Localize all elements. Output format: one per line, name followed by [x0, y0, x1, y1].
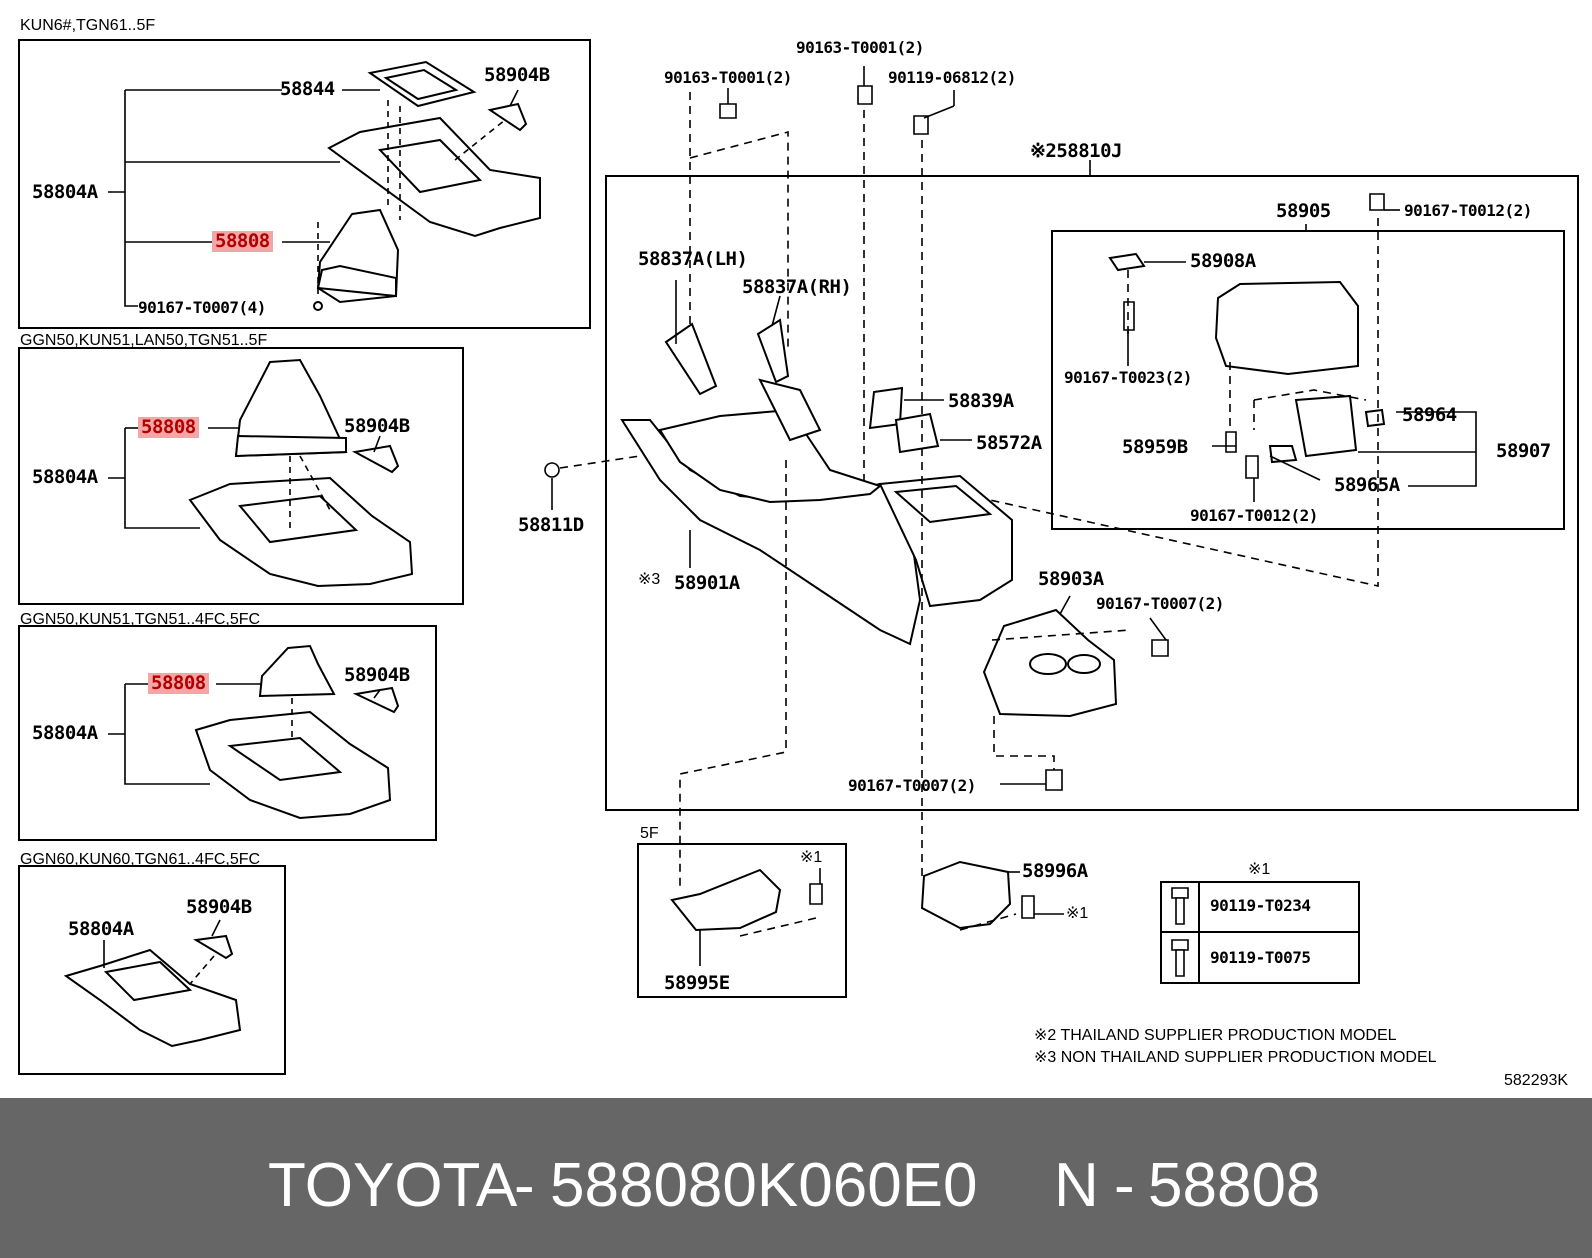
- boot-58808-3: [258, 644, 336, 698]
- legend-title: ※1: [1248, 861, 1271, 878]
- part-label-90167-T0007[interactable]: 90167-T0007(4): [138, 298, 266, 317]
- part-label-90167-T0007[interactable]: 90167-T0007(2): [848, 776, 976, 795]
- note-thailand: ※2 THAILAND SUPPLIER PRODUCTION MODEL: [1034, 1027, 1397, 1044]
- part-label-90167-T0023[interactable]: 90167-T0023(2): [1064, 368, 1192, 387]
- bracket-58996A: [920, 860, 1012, 930]
- part-label-58804A[interactable]: 58804A: [32, 181, 98, 203]
- part-label-58905[interactable]: 58905: [1276, 200, 1331, 222]
- part-label-58901A[interactable]: 58901A: [674, 572, 740, 594]
- clip-58908A: [1108, 252, 1146, 272]
- part-label-58907[interactable]: 58907: [1496, 440, 1551, 462]
- part-label-58959B[interactable]: 58959B: [1122, 436, 1188, 458]
- section-box-5f: [637, 843, 847, 998]
- part-label-58811D[interactable]: 58811D: [518, 514, 584, 536]
- footer-dash: -: [1114, 1151, 1135, 1220]
- part-label-58996A[interactable]: 58996A: [1022, 860, 1088, 882]
- part-label-58804A[interactable]: 58804A: [32, 722, 98, 744]
- part-label-58808-highlighted[interactable]: 58808: [148, 673, 209, 694]
- parts-diagram: KUN6#,TGN61..5F GGN50,KUN51,LAN50,TGN51.…: [18, 17, 1579, 1089]
- part-label-58908A[interactable]: 58908A: [1190, 250, 1256, 272]
- part-label-58839A[interactable]: 58839A: [948, 390, 1014, 412]
- note-mark-1: ※1: [1066, 905, 1089, 922]
- armrest-lid-58905: [1214, 280, 1359, 376]
- part-label-58804A[interactable]: 58804A: [68, 918, 134, 940]
- part-label-58837A-LH[interactable]: 58837A(LH): [638, 248, 748, 270]
- part-label-58964[interactable]: 58964: [1402, 404, 1457, 426]
- panel-58837A-LH: [664, 322, 718, 396]
- section-title-2: GGN50,KUN51,LAN50,TGN51..5F: [20, 332, 268, 349]
- note-mark-1: ※1: [800, 849, 823, 866]
- cap-58572A: [894, 412, 940, 454]
- part-label-90163-T0001[interactable]: 90163-T0001(2): [796, 38, 924, 57]
- main-assembly-box: [605, 175, 1579, 811]
- part-label-58903A[interactable]: 58903A: [1038, 568, 1104, 590]
- lock-58907: [1294, 394, 1358, 458]
- footer-n-label: N: [1054, 1151, 1099, 1220]
- part-label-58808-highlighted[interactable]: 58808: [212, 231, 273, 252]
- section-title-3: GGN50,KUN51,TGN51..4FC,5FC: [20, 611, 261, 628]
- note-non-thailand: ※3 NON THAILAND SUPPLIER PRODUCTION MODE…: [1034, 1049, 1437, 1066]
- footer-n-number: 58808: [1148, 1151, 1321, 1220]
- part-label-58810J[interactable]: ※258810J: [1030, 140, 1123, 162]
- part-label-90163-T0001[interactable]: 90163-T0001(2): [664, 68, 792, 87]
- part-label-58808-highlighted[interactable]: 58808: [138, 417, 199, 438]
- part-label-90167-T0007[interactable]: 90167-T0007(2): [1096, 594, 1224, 613]
- legend-row-2[interactable]: 90119-T0075: [1210, 948, 1311, 967]
- part-label-58965A[interactable]: 58965A: [1334, 474, 1400, 496]
- part-label-58995E[interactable]: 58995E: [664, 972, 730, 994]
- part-label-58904B[interactable]: 58904B: [484, 64, 550, 86]
- part-label-58904B[interactable]: 58904B: [186, 896, 252, 918]
- section-box-4: [18, 865, 286, 1075]
- section-box-2: [18, 347, 464, 605]
- part-label-90119-06812[interactable]: 90119-06812(2): [888, 68, 1016, 87]
- section-title-1: KUN6#,TGN61..5F: [20, 17, 156, 34]
- part-label-58572A[interactable]: 58572A: [976, 432, 1042, 454]
- part-label-90167-T0012[interactable]: 90167-T0012(2): [1404, 201, 1532, 220]
- section-box-3: [18, 625, 437, 841]
- section-title-4: GGN60,KUN60,TGN61..4FC,5FC: [20, 851, 261, 868]
- footer-brand: TOYOTA: [268, 1151, 518, 1220]
- part-label-58844[interactable]: 58844: [280, 78, 335, 100]
- panel-58837A-RH: [756, 318, 790, 384]
- footer-dash: -: [514, 1151, 535, 1220]
- part-label-58904B[interactable]: 58904B: [344, 664, 410, 686]
- footer-part-number: 588080K060E0: [550, 1151, 978, 1220]
- footer-bar: [0, 1098, 1592, 1258]
- part-label-58837A-RH[interactable]: 58837A(RH): [742, 276, 852, 298]
- armrest-sub-box: [1051, 230, 1565, 530]
- diagram-reference: 582293K: [1504, 1072, 1569, 1089]
- diagram-drawing: [18, 39, 1579, 1075]
- section-title-5f: 5F: [640, 825, 659, 842]
- section-box-1: [18, 39, 591, 329]
- legend-row-1[interactable]: 90119-T0234: [1210, 896, 1311, 915]
- part-label-58904B[interactable]: 58904B: [344, 415, 410, 437]
- part-label-90167-T0012[interactable]: 90167-T0012(2): [1190, 506, 1318, 525]
- note-mark-3: ※3: [638, 571, 661, 588]
- bracket-58995E: [670, 868, 782, 932]
- part-label-58804A[interactable]: 58804A: [32, 466, 98, 488]
